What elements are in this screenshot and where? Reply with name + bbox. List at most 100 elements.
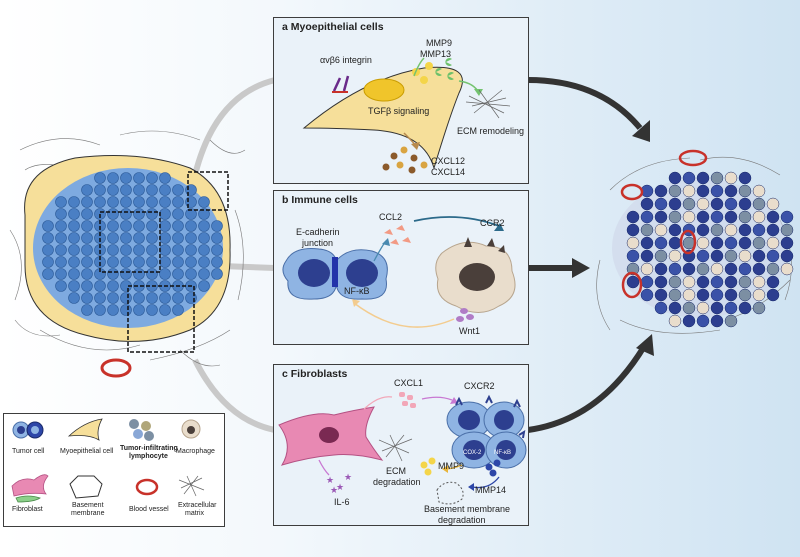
invasive-tumor-cell (752, 249, 766, 263)
tumor-cell (55, 268, 67, 280)
tumor-cell (133, 184, 145, 196)
tumor-cell (120, 256, 132, 268)
tumor-cell (198, 268, 210, 280)
tumor-cell (68, 280, 80, 292)
panel-immune: b Immune cells (273, 190, 529, 345)
invasive-tumor-cell (752, 288, 766, 302)
ecm-fibers (9, 130, 246, 367)
invasive-tumor-cell (766, 223, 780, 237)
invasive-tumor-cell (738, 249, 752, 263)
invasive-tumor-cell (710, 249, 724, 263)
tumor-cell (68, 220, 80, 232)
invasive-tumor-cell (766, 210, 780, 224)
invasive-tumor-cell (668, 210, 682, 224)
tumor-cell (133, 256, 145, 268)
legend-tumor-icon (12, 421, 44, 439)
mmp14-molecules (485, 459, 501, 477)
tumor-cell (120, 244, 132, 256)
tumor-cell (146, 172, 158, 184)
svg-text:★: ★ (336, 482, 344, 492)
tumor-cell (120, 232, 132, 244)
tumor-cell (146, 292, 158, 304)
panel-c-title: c Fibroblasts (282, 368, 348, 380)
tumor-cell (198, 244, 210, 256)
tumor-cell (198, 220, 210, 232)
invasive-tumor-cell (766, 275, 780, 289)
invasive-tumor-cell (724, 249, 738, 263)
tumor-cell (107, 280, 119, 292)
tumor-cell (146, 268, 158, 280)
ccl2-molecules (384, 225, 411, 245)
legend-bm-icon (69, 475, 103, 499)
label-junction: junction (302, 238, 334, 248)
tumor-cell (159, 184, 171, 196)
tumor-cell (198, 256, 210, 268)
tumor-cell (120, 184, 132, 196)
invasive-tumor-cells (626, 171, 794, 328)
invasive-tumor-cell (710, 301, 724, 315)
label-mmp9-c: MMP9 (438, 461, 465, 471)
tumor-cell (146, 232, 158, 244)
ecm-mesh-c (378, 434, 413, 462)
tumor-cell (159, 292, 171, 304)
invasive-tumor-cell (682, 197, 696, 211)
legend: Tumor cell Myoepithelial cell Tumor-infi… (3, 413, 225, 527)
tumor-cell (55, 232, 67, 244)
tumor-cell (198, 196, 210, 208)
chemokine-dots (382, 146, 428, 174)
invasive-tumor-cell (626, 236, 640, 250)
label-bm1: Basement membrane (424, 504, 511, 514)
svg-text:★: ★ (344, 472, 352, 482)
tumor-cell (68, 292, 80, 304)
invasive-tumor-cell (752, 301, 766, 315)
invasive-tumor-cell (780, 249, 794, 263)
tumor-cell (107, 256, 119, 268)
tumor-cell (68, 232, 80, 244)
tumor-cell (94, 184, 106, 196)
wnt1-molecules (456, 308, 474, 322)
invasive-tumor-cell (780, 223, 794, 237)
invasive-tumor-cell (780, 210, 794, 224)
tumor-cell (42, 220, 54, 232)
tumor-cell (198, 208, 210, 220)
panel-myoepithelial: a Myoepithelial cells (273, 17, 529, 184)
invasive-tumor-cell (654, 210, 668, 224)
tumor-cell (172, 184, 184, 196)
tumor-cell (81, 196, 93, 208)
label-bm2: degradation (438, 515, 486, 525)
invasive-tumor-cell (724, 171, 738, 185)
invasive-tumor-cell (668, 288, 682, 302)
invasive-tumor-cell (640, 249, 654, 263)
tumor-cell (185, 268, 197, 280)
tumor-cell (159, 196, 171, 208)
invasive-tumor-cell (640, 262, 654, 276)
invasive-tumor-cell (766, 262, 780, 276)
tumor-cell (172, 244, 184, 256)
tumor-cell (107, 292, 119, 304)
tumor-cell (68, 244, 80, 256)
invasive-tumor-cell (668, 236, 682, 250)
label-ecm-deg2: degradation (373, 477, 421, 487)
label-ecm-remodeling: ECM remodeling (457, 126, 525, 136)
legend-til-label2: lymphocyte (129, 453, 168, 460)
invasive-tumor-cell (696, 184, 710, 198)
inset-box-top (187, 171, 229, 211)
label-nfkb-b: NF-κB (344, 286, 370, 296)
invasive-tumor-cell (710, 197, 724, 211)
invasive-tumor-cell (696, 197, 710, 211)
invasive-tumor-cell (654, 288, 668, 302)
legend-myo-icon (67, 418, 103, 441)
invasive-tumor-cell (696, 223, 710, 237)
tumor-cell (211, 268, 223, 280)
tumor-cell (172, 232, 184, 244)
tumor-cell (146, 304, 158, 316)
invasive-tumor-cell (640, 197, 654, 211)
invasive-tumor-cell (668, 223, 682, 237)
invasive-tumor-cell (738, 275, 752, 289)
invasive-tumor-cell (724, 275, 738, 289)
tumor-cell (94, 172, 106, 184)
invasive-tumor-cell (766, 288, 780, 302)
fibroblast-nucleus (319, 427, 339, 443)
invasive-tumor-cell (682, 288, 696, 302)
myoepithelial-cell (302, 66, 463, 170)
